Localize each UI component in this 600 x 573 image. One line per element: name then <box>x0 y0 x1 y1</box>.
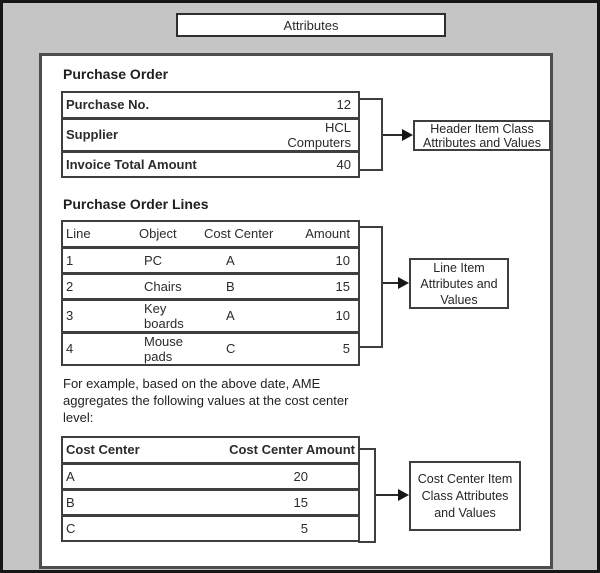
line-item-callout: Line Item Attributes and Values <box>409 258 509 309</box>
arrow-right-icon <box>402 129 413 141</box>
column-header: Amount <box>305 226 350 242</box>
callout-label: Cost Center Item Class Attributes and Va… <box>417 471 513 520</box>
arrow-right-icon <box>398 277 409 289</box>
table-cell: 5 <box>289 330 359 365</box>
purchase-order-lines-table: Line Object Cost Center Amount 1 PC A 10… <box>61 220 360 366</box>
header-item-class-callout: Header Item Class Attributes and Values <box>413 120 551 151</box>
column-header: Cost Center Amount <box>229 442 355 458</box>
callout-label: Header Item Class Attributes and Values <box>423 121 541 150</box>
po-row-value: 12 <box>336 97 351 113</box>
table-cell: Key boards <box>139 297 204 332</box>
column-header: Line <box>66 226 91 242</box>
po-row-label: Supplier <box>62 116 262 151</box>
column-header: Cost Center <box>204 226 274 242</box>
bracket-connector <box>358 226 383 348</box>
table-cell: B <box>62 487 222 515</box>
table-cell: 2 <box>62 271 139 299</box>
column-header: Cost Center <box>66 442 140 458</box>
arrow-line <box>383 282 398 284</box>
arrow-line <box>383 134 402 136</box>
main-panel: Purchase Order Purchase No. 12 Supplier … <box>39 53 553 569</box>
table-cell: A <box>204 297 289 332</box>
table-cell: Chairs <box>139 271 204 299</box>
bracket-connector <box>358 98 383 171</box>
table-row: A 20 <box>62 461 359 489</box>
po-row-label: Invoice Total Amount <box>62 149 262 177</box>
arrow-line <box>376 494 398 496</box>
table-row: Purchase No. 12 <box>62 92 359 118</box>
table-row: 1 PC A 10 <box>62 245 359 273</box>
table-cell: Mouse pads <box>139 330 204 365</box>
cost-center-table: Cost Center Cost Center Amount A 20 B 15… <box>61 436 360 542</box>
table-cell: 10 <box>289 297 359 332</box>
attributes-title-label: Attributes <box>283 17 339 33</box>
table-row: Supplier HCL Computers <box>62 116 359 151</box>
table-cell: B <box>204 271 289 299</box>
po-row-value: HCL Computers <box>262 116 359 151</box>
purchase-order-lines-heading: Purchase Order Lines <box>63 196 209 212</box>
po-row-label: Purchase No. <box>66 97 150 113</box>
table-cell: C <box>62 513 222 541</box>
purchase-order-table: Purchase No. 12 Supplier HCL Computers I… <box>61 91 360 178</box>
arrow-right-icon <box>398 489 409 501</box>
table-cell: 5 <box>222 513 359 541</box>
table-cell: A <box>204 245 289 273</box>
bracket-connector <box>358 448 376 543</box>
table-row: C 5 <box>62 513 359 541</box>
cost-center-item-class-callout: Cost Center Item Class Attributes and Va… <box>409 461 521 531</box>
table-row: 2 Chairs B 15 <box>62 271 359 299</box>
purchase-order-heading: Purchase Order <box>63 66 169 82</box>
table-row: 3 Key boards A 10 <box>62 297 359 332</box>
aggregation-note: For example, based on the above date, AM… <box>63 376 349 425</box>
po-row-value: 40 <box>262 149 359 177</box>
table-header-row: Cost Center Cost Center Amount <box>62 437 359 463</box>
table-row: 4 Mouse pads C 5 <box>62 330 359 365</box>
table-header-row: Line Object Cost Center Amount <box>62 221 359 247</box>
table-row: B 15 <box>62 487 359 515</box>
table-cell: C <box>204 330 289 365</box>
table-cell: 1 <box>62 245 139 273</box>
table-cell: PC <box>139 245 204 273</box>
table-cell: 15 <box>289 271 359 299</box>
table-cell: 20 <box>222 461 359 489</box>
table-cell: 4 <box>62 330 139 365</box>
attributes-title-box: Attributes <box>176 13 446 37</box>
table-row: Invoice Total Amount 40 <box>62 149 359 177</box>
table-cell: A <box>62 461 222 489</box>
table-cell: 15 <box>222 487 359 515</box>
callout-label: Line Item Attributes and Values <box>420 260 498 307</box>
table-cell: 10 <box>289 245 359 273</box>
table-cell: 3 <box>62 297 139 332</box>
column-header: Object <box>139 226 177 242</box>
